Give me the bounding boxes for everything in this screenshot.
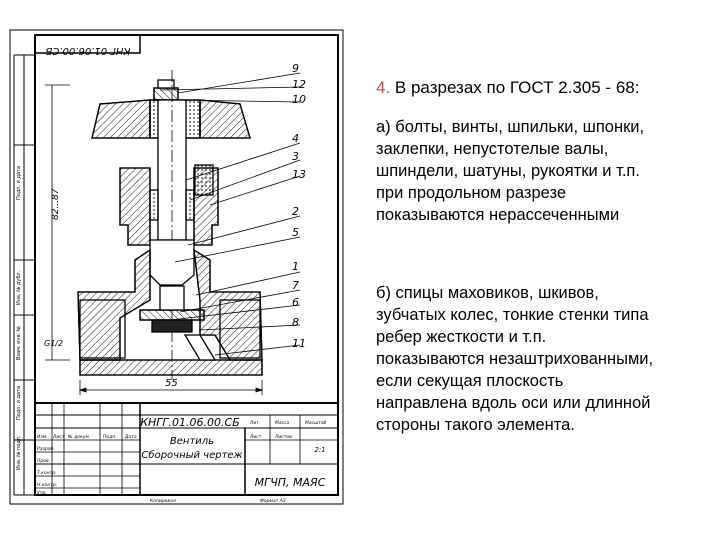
title-cell-12: Масштаб [305,420,327,426]
assembly-drawing-sheet: Инв. № подл. Подп. и дата Взам. инв. № И… [9,29,344,505]
title-cell-1: Лист [52,434,65,440]
para-a-line: показываются нерассеченными [376,206,620,224]
para-b-line: б) спицы маховиков, шкивов, [376,284,599,302]
callout-13: 13 [292,168,306,181]
callout-11: 11 [292,337,306,350]
title-name-2: Сборочный чертеж [141,449,242,461]
title-code: КНГГ.01.06.00.СБ [140,416,240,429]
heading-text: В разрезах по ГОСТ 2.305 - 68: [390,78,640,97]
callout-3: 3 [292,150,299,163]
title-cell-labels: Изм. Лист № докум. Подп. Дата Разраб. Пр… [37,420,327,504]
title-cell-16: Формат А3 [260,498,286,504]
title-cell-10: Лит. [249,420,260,426]
callout-10: 10 [292,93,306,106]
title-cell-3: Подп. [103,434,117,440]
title-sheet-scale: 2:1 [314,446,325,454]
title-cell-14: Листов [274,434,292,440]
thread-label: G1/2 [44,339,63,348]
dimension-82: 82...87 [51,188,61,220]
callout-6: 6 [292,296,299,309]
para-b-line: ребер жесткости и т.п. [376,328,547,346]
section-heading: 4. В разрезах по ГОСТ 2.305 - 68: [376,78,639,98]
callout-1: 1 [292,260,299,273]
title-cell-13: Лист [249,434,262,440]
title-cell-0: Изм. [37,434,48,440]
side-label-3: Инв. № дубл. [16,270,22,305]
dimension-55: 55 [165,378,178,389]
callout-5: 5 [292,226,299,239]
rule-paragraph-a: а) болты, винты, шпильки, шпонки, заклеп… [376,116,716,226]
title-organization: МГЧП, МАЯС [255,476,326,489]
para-a-line: заклепки, непустотелые валы, [376,140,609,158]
title-cell-4: Дата [124,434,137,440]
para-b-line: показываются незаштрихованными, [376,350,654,368]
title-name-1: Вентиль [170,436,214,447]
para-a-line: шпиндели, шатуны, рукоятки и т.п. [376,162,640,180]
title-cell-9: Утв. [37,490,46,496]
callout-7: 7 [292,279,299,292]
side-label-1: Подп. и дата [16,386,22,420]
title-cell-8: Н.контр. [37,482,57,488]
title-cell-7: Т.контр. [37,470,57,476]
callout-12: 12 [292,78,306,91]
title-cell-6: Пров. [37,458,50,464]
side-label-4: Подп. и дата [16,166,22,200]
valve-section-view [77,70,263,380]
side-label-2: Взам. инв. № [16,325,22,360]
callout-4: 4 [292,132,299,145]
para-b-line: направлена вдоль оси или длинной [376,394,651,412]
callout-8: 8 [292,316,299,329]
para-b-line: зубчатых колес, тонкие стенки типа [376,306,649,324]
dimension-lines [45,84,264,395]
para-b-line: если секущая плоскость [376,372,564,390]
title-cell-5: Разраб. [37,446,55,452]
title-cell-11: Масса [275,420,290,426]
para-a-line: при продольном разрезе [376,184,566,202]
title-cell-2: № докум. [67,434,90,440]
title-cell-15: Копировал [150,498,176,504]
callout-numbers: 9 12 10 4 3 13 2 5 1 7 6 8 11 [292,62,306,350]
top-code-text: КНГ 01.06.00.СБ [45,45,130,56]
title-block [34,402,339,496]
para-a-line: а) болты, винты, шпильки, шпонки, [376,118,645,136]
callout-9: 9 [292,62,299,75]
top-code-box [34,34,141,54]
leader-lines [159,72,301,356]
side-label-0: Инв. № подл. [16,435,22,470]
heading-number: 4. [376,78,391,97]
binding-strip: Инв. № подл. Подп. и дата Взам. инв. № И… [13,54,35,496]
callout-2: 2 [292,205,299,218]
para-b-line: стороны такого элемента. [376,416,575,434]
sheet-outer-border [9,29,344,505]
rule-paragraph-b: б) спицы маховиков, шкивов, зубчатых кол… [376,282,716,436]
